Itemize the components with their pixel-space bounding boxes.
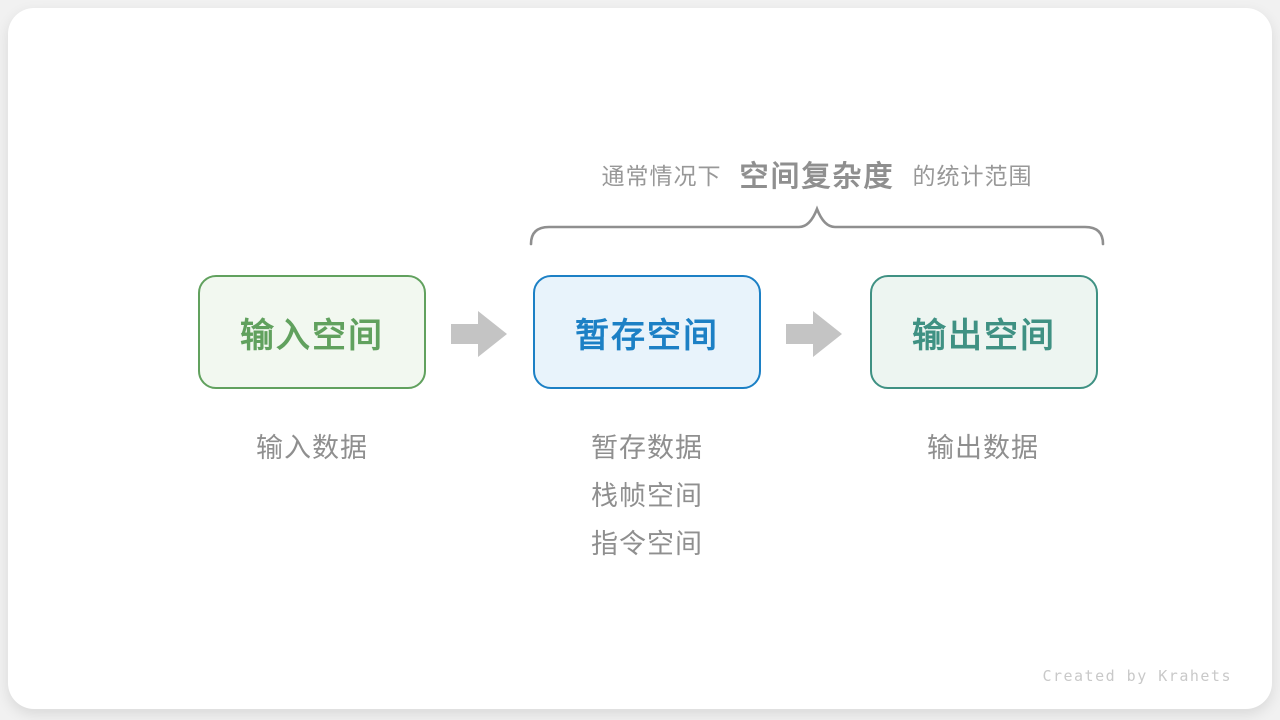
output-space-box: 输出空间 bbox=[870, 275, 1098, 389]
diagram-card: 通常情况下 空间复杂度 的统计范围 输入空间 暂存空间 输出空间 输入数据 bbox=[8, 8, 1272, 709]
input-space-box: 输入空间 bbox=[198, 275, 426, 389]
curly-brace-up-icon bbox=[529, 205, 1105, 246]
temp-space-box: 暂存空间 bbox=[533, 275, 761, 389]
temp-space-label: 暂存空间 bbox=[575, 316, 719, 355]
sublabel-stack-frame-space: 栈帧空间 bbox=[591, 481, 703, 511]
caption-suffix: 的统计范围 bbox=[912, 163, 1033, 189]
caption-highlight: 空间复杂度 bbox=[739, 161, 895, 193]
output-sublabels: 输出数据 bbox=[869, 429, 1097, 477]
sublabel-instruction-space: 指令空间 bbox=[591, 529, 703, 559]
sublabel-temp-data: 暂存数据 bbox=[591, 433, 703, 463]
arrow-right-icon bbox=[786, 311, 842, 357]
arrow-right-icon bbox=[451, 311, 507, 357]
temp-sublabels: 暂存数据 栈帧空间 指令空间 bbox=[533, 429, 761, 573]
input-sublabels: 输入数据 bbox=[198, 429, 426, 477]
caption-prefix: 通常情况下 bbox=[601, 163, 722, 189]
credit-text: Created by Krahets bbox=[1042, 667, 1232, 685]
sublabel-output-data: 输出数据 bbox=[927, 433, 1039, 463]
output-space-label: 输出空间 bbox=[912, 316, 1056, 355]
input-space-label: 输入空间 bbox=[240, 316, 384, 355]
caption: 通常情况下 空间复杂度 的统计范围 bbox=[531, 154, 1103, 194]
sublabel-input-data: 输入数据 bbox=[256, 433, 368, 463]
